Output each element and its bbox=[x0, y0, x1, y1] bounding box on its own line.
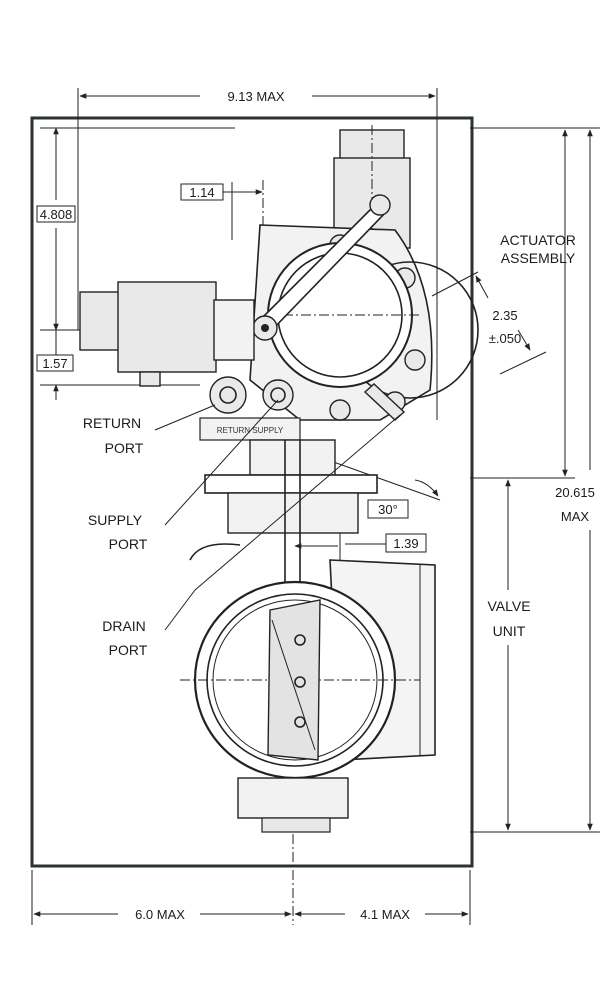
label-supply-2: PORT bbox=[109, 536, 148, 552]
envelope-frame bbox=[30, 116, 474, 868]
label-valve-1: VALVE bbox=[487, 598, 530, 614]
dim-flange-2: ±.050 bbox=[489, 331, 521, 346]
dim-lower-offset: 1.57 bbox=[42, 356, 67, 371]
label-return-2: PORT bbox=[105, 440, 144, 456]
stem-coupling bbox=[204, 439, 378, 600]
dim-overall-height-1: 20.615 bbox=[555, 485, 595, 500]
dim-overall-width: 9.13 MAX bbox=[227, 89, 284, 104]
label-valve-2: UNIT bbox=[493, 623, 526, 639]
dim-offset-height: 4.808 bbox=[40, 207, 73, 222]
dim-port-offset: 1.14 bbox=[189, 185, 214, 200]
label-supply-1: SUPPLY bbox=[88, 512, 143, 528]
dim-right-width: 4.1 MAX bbox=[360, 907, 410, 922]
valve-unit bbox=[180, 543, 436, 833]
dim-flange-1: 2.35 bbox=[492, 308, 517, 323]
dim-overall-height-2: MAX bbox=[561, 509, 590, 524]
dim-angle: 30° bbox=[378, 502, 398, 517]
label-return-1: RETURN bbox=[83, 415, 141, 431]
label-drain-2: PORT bbox=[109, 642, 148, 658]
label-actuator-1: ACTUATOR bbox=[500, 232, 576, 248]
label-drain-1: DRAIN bbox=[102, 618, 146, 634]
dim-drain-offset: 1.39 bbox=[393, 536, 418, 551]
dim-left-width: 6.0 MAX bbox=[135, 907, 185, 922]
label-actuator-2: ASSEMBLY bbox=[501, 250, 576, 266]
actuator-assembly: RETURN SUPPLY bbox=[79, 125, 479, 441]
